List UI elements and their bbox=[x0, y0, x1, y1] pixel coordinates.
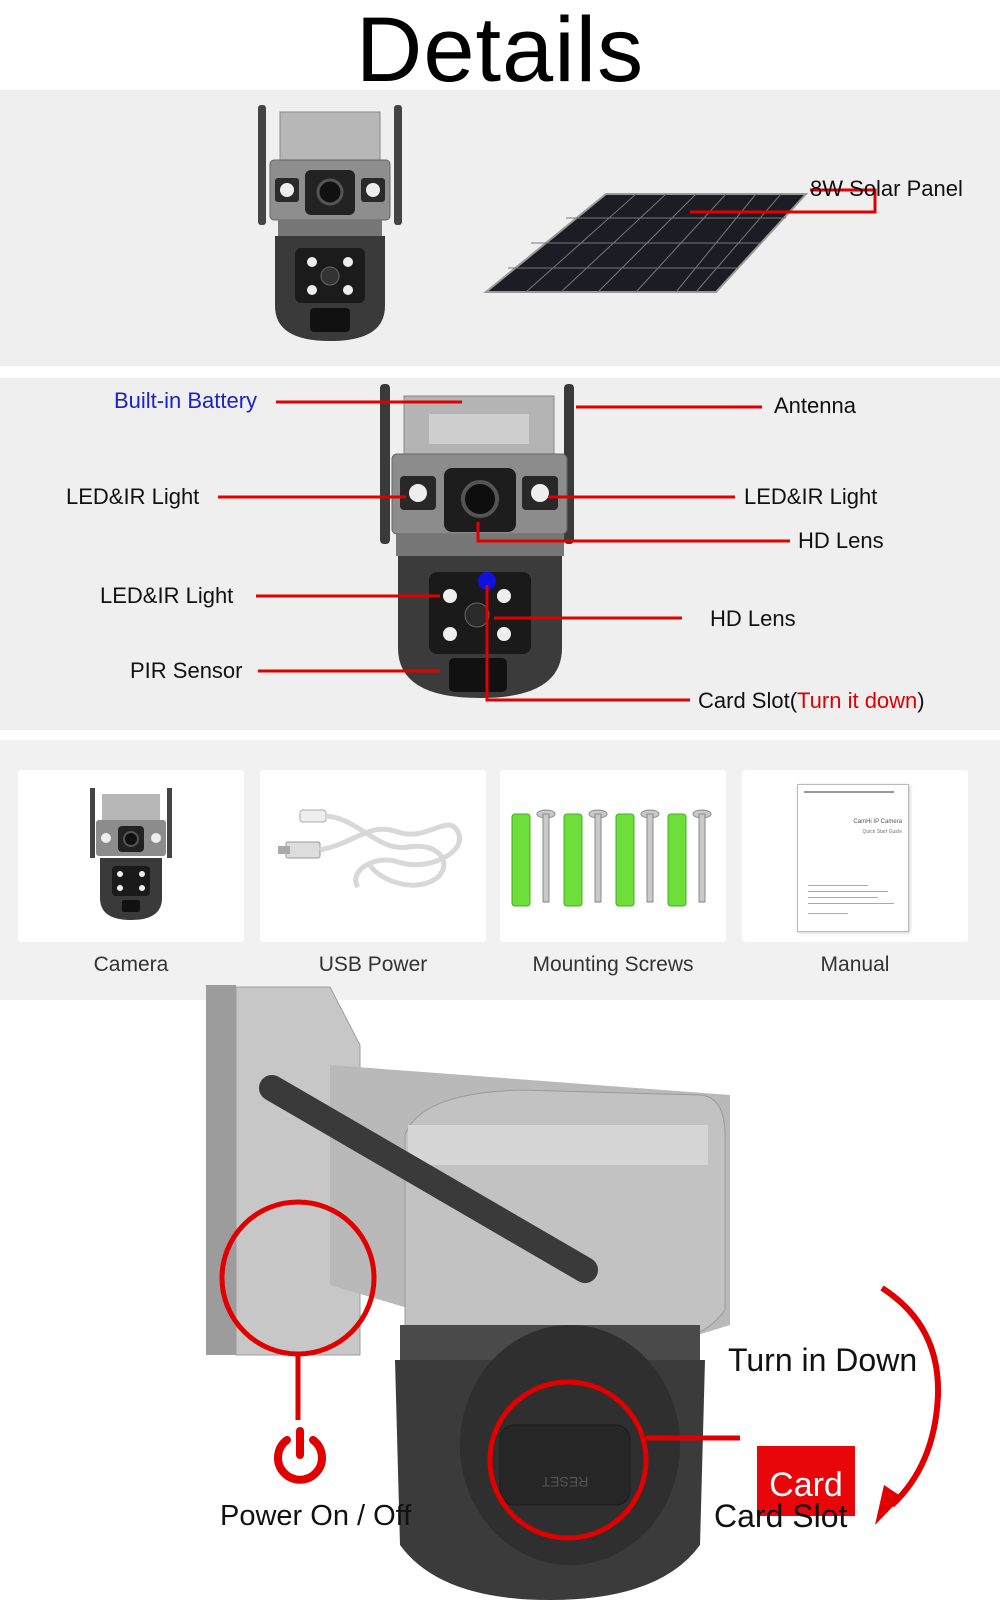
package-item-mounting-screws bbox=[500, 770, 726, 942]
camera-illustration-top bbox=[258, 105, 402, 341]
turn-in-down-label: Turn in Down bbox=[728, 1342, 918, 1378]
card-slot-label: Card Slot(Turn it down) bbox=[698, 688, 925, 714]
camera-thumbnail-icon bbox=[90, 788, 172, 920]
solar-panel-illustration bbox=[483, 193, 809, 293]
screws-icon bbox=[511, 809, 712, 907]
card-badge: Card bbox=[757, 1446, 855, 1516]
solar-panel-section bbox=[0, 90, 1000, 366]
solar-panel-label: 8W Solar Panel bbox=[810, 176, 963, 201]
package-label-usb-power: USB Power bbox=[318, 953, 428, 976]
led-ir-left-label: LED&IR Light bbox=[66, 484, 200, 509]
built-in-battery-label: Built-in Battery bbox=[114, 388, 258, 413]
manual-title: CamHi IP Camera bbox=[853, 819, 902, 825]
power-icon bbox=[274, 1427, 326, 1484]
package-item-manual: CamHi IP Camera Quick Start Guide bbox=[742, 770, 968, 942]
power-on-off-label: Power On / Off bbox=[220, 1500, 412, 1532]
page-title: Details bbox=[355, 0, 645, 101]
manual-subtitle: Quick Start Guide bbox=[862, 829, 902, 835]
solar-callout-line bbox=[690, 188, 877, 214]
package-item-camera bbox=[18, 770, 244, 942]
usb-cable-icon bbox=[278, 809, 463, 889]
card-slot-bottom-label: Card Slot bbox=[714, 1498, 848, 1534]
package-label-manual: Manual bbox=[820, 953, 890, 976]
card-slot-hint: Turn it down bbox=[797, 688, 918, 713]
reset-label: RESET bbox=[541, 1474, 588, 1490]
hd-lens-bottom-label: HD Lens bbox=[710, 606, 796, 631]
hd-lens-top-label: HD Lens bbox=[798, 528, 884, 553]
feature-callout-lines bbox=[218, 400, 790, 702]
installed-camera-photo: RESET bbox=[206, 985, 942, 1600]
antenna-label: Antenna bbox=[774, 393, 856, 418]
manual-document-icon: CamHi IP Camera Quick Start Guide bbox=[797, 784, 909, 932]
package-item-usb-power bbox=[260, 770, 486, 942]
package-label-camera: Camera bbox=[93, 953, 169, 976]
card-slot-text: Card Slot( bbox=[698, 688, 798, 713]
card-slot-close: ) bbox=[917, 688, 925, 713]
package-label-mounting-screws: Mounting Screws bbox=[532, 953, 694, 976]
led-ir-bottom-label: LED&IR Light bbox=[100, 583, 234, 608]
pir-sensor-label: PIR Sensor bbox=[130, 658, 243, 683]
camera-illustration-annotated bbox=[380, 384, 574, 698]
led-ir-right-label: LED&IR Light bbox=[744, 484, 878, 509]
